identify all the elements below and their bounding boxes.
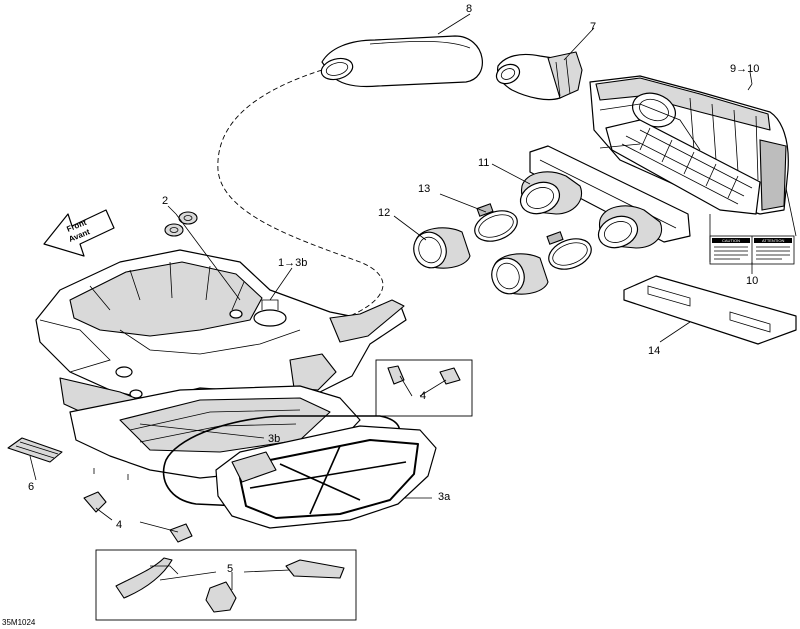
grommets <box>164 211 198 237</box>
callout-11: 11 <box>478 157 489 169</box>
callout-4-box: 4 <box>420 390 426 402</box>
hose-routing-line <box>217 69 384 319</box>
reference-code: 35M1024 <box>2 618 36 627</box>
rubber-couplers <box>413 227 549 295</box>
callout-14: 14 <box>648 345 660 357</box>
warning-label-decal: CAUTION ATTENTION <box>709 235 795 265</box>
callout-12: 12 <box>378 207 390 219</box>
foam-pad <box>7 437 63 463</box>
throttle-adapter <box>495 51 583 101</box>
callout-10: 10 <box>746 275 758 287</box>
callout-7: 7 <box>590 21 596 33</box>
protective-panel <box>623 275 797 345</box>
clip-detail-box <box>375 359 473 417</box>
callout-13: 13 <box>418 183 430 195</box>
leader-lines <box>29 13 797 590</box>
callout-8: 8 <box>466 3 472 15</box>
retaining-clips <box>83 491 193 543</box>
callout-1-3b: 1→3b <box>278 257 307 269</box>
callout-2: 2 <box>162 195 168 207</box>
brackets <box>115 557 345 613</box>
warning-label-left: CAUTION <box>722 238 740 243</box>
callout-4: 4 <box>116 519 122 531</box>
adapter-plate <box>519 145 691 249</box>
callout-6: 6 <box>28 481 34 493</box>
callout-3a: 3a <box>438 491 451 503</box>
warning-label-right: ATTENTION <box>762 238 784 243</box>
callout-9-10: 9→10 <box>730 63 759 75</box>
clip-detail <box>387 365 461 385</box>
intake-silencer-upper <box>35 249 407 421</box>
bracket-detail-box <box>95 549 357 621</box>
hose-clamps <box>474 203 592 270</box>
callout-5: 5 <box>227 563 233 575</box>
intake-hose <box>320 35 483 88</box>
filter-tray <box>605 119 761 215</box>
front-direction-arrow: Front Avant <box>43 209 115 257</box>
callout-3b: 3b <box>268 433 280 445</box>
filter-element <box>215 425 437 529</box>
